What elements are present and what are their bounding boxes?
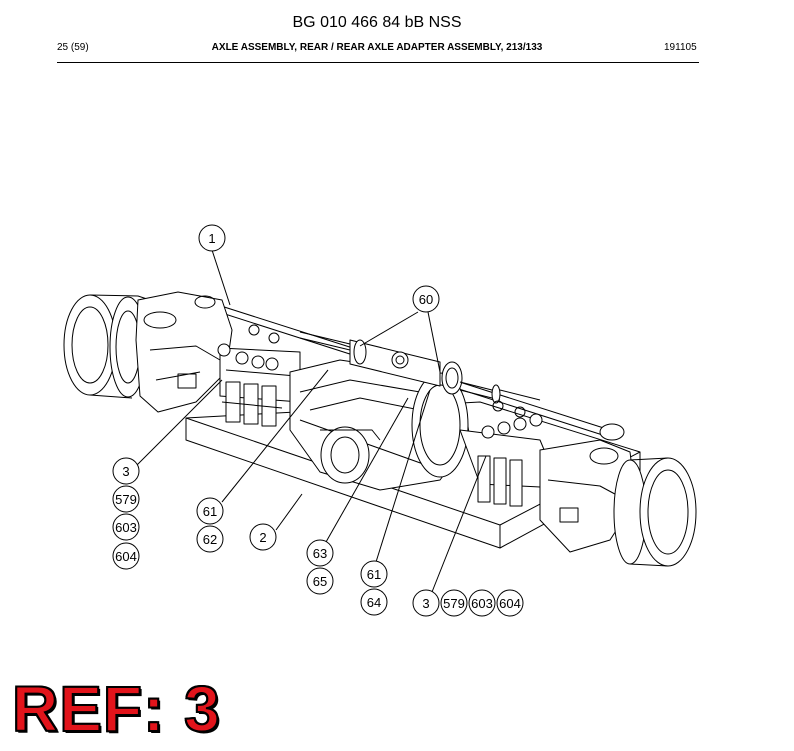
callout-label: 61 (367, 567, 381, 582)
differential-housing (289, 359, 471, 491)
page-number: 25 (59) (57, 42, 89, 53)
leader-lines (135, 249, 487, 593)
callout-label: 603 (471, 596, 493, 611)
right-axle-housing (459, 400, 561, 507)
callout-markers (112, 224, 524, 617)
callout-label: 3 (122, 464, 129, 479)
callout-label: 2 (259, 530, 266, 545)
callout-label: 604 (499, 596, 521, 611)
left-axle-housing (217, 324, 301, 427)
callout-label: 64 (367, 595, 381, 610)
callout-label: 604 (115, 549, 137, 564)
ref-label: REF: 3 (11, 672, 221, 746)
right-wheel-hub (613, 457, 697, 567)
callout-label: 1 (208, 231, 215, 246)
section-title: AXLE ASSEMBLY, REAR / REAR AXLE ADAPTER … (211, 42, 543, 53)
callout-label: 579 (443, 596, 465, 611)
date-code: 191105 (664, 42, 697, 53)
document-number: BG 010 466 84 bB NSS (292, 14, 462, 31)
callout-label: 62 (203, 532, 217, 547)
callout-label: 603 (115, 520, 137, 535)
callout-label: 579 (115, 492, 137, 507)
drive-shaft (299, 331, 541, 404)
left-knuckle (135, 291, 233, 413)
callout-label: 63 (313, 546, 327, 561)
callout-label: 3 (422, 596, 429, 611)
callout-label: 61 (203, 504, 217, 519)
header-rule (57, 62, 699, 63)
callout-label: 65 (313, 574, 327, 589)
callout-label: 60 (419, 292, 433, 307)
